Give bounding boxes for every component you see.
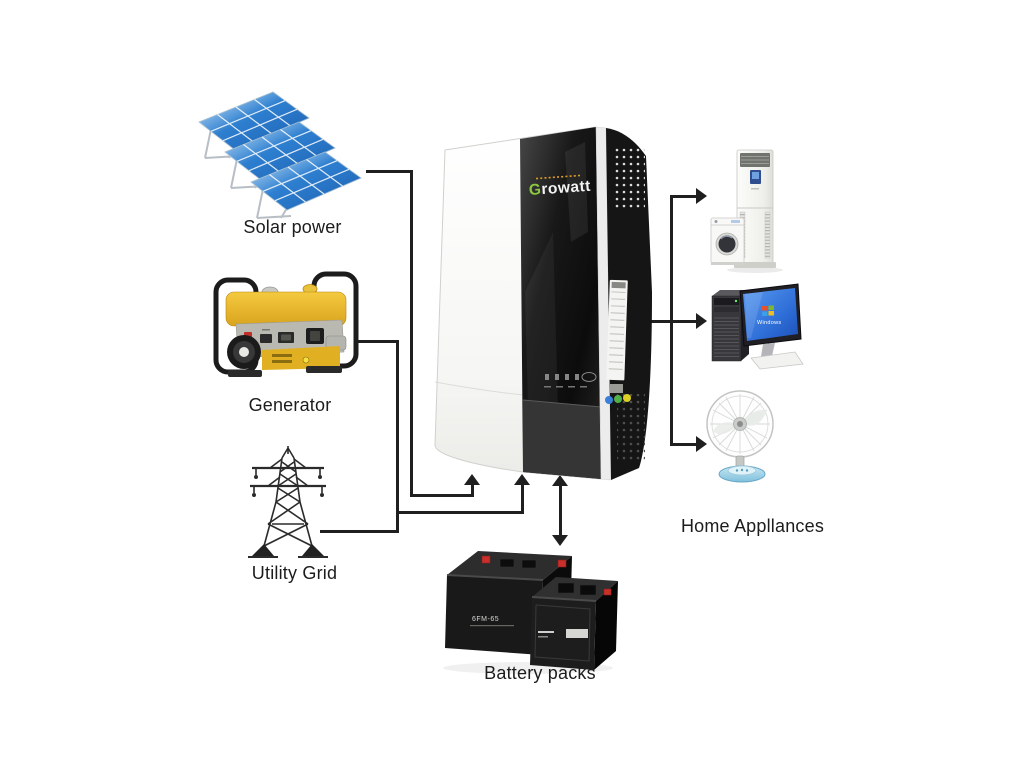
growatt-logo: Growatt (528, 174, 591, 199)
connector-solar-stem (471, 484, 474, 496)
inverter-spec-label (606, 279, 628, 381)
table-fan-icon (706, 390, 774, 483)
arrow-to-fan-icon (696, 436, 707, 452)
air-conditioner-icon (710, 149, 783, 273)
connector-appliance-bottom-h (670, 443, 696, 446)
growatt-inverter-icon: Growatt (434, 126, 652, 481)
connector-utility-h (320, 530, 399, 533)
solar-panels-icon (198, 91, 362, 219)
generator-label: Generator (248, 395, 332, 415)
arrow-solar-to-inverter-icon (464, 474, 480, 485)
computer-monitor: Windows (739, 283, 804, 370)
arrow-to-airconditioner-icon (696, 188, 707, 204)
inverter-status-dots (605, 394, 631, 404)
battery-small (530, 577, 618, 670)
arrow-to-computer-icon (696, 313, 707, 329)
arrow-battery-up-icon (552, 475, 568, 486)
connector-battery-v (559, 486, 562, 535)
home-appliances-label: Home Appllances (680, 516, 825, 536)
inverter-display-leds (544, 372, 597, 388)
connector-solar-v (410, 170, 413, 497)
utility-grid-label: Utility Grid (251, 563, 338, 583)
battery-model-text: 6FM-65 (472, 616, 499, 623)
connector-junction-h (396, 511, 524, 514)
arrow-sources-to-inverter-icon (514, 474, 530, 485)
arrow-battery-down-icon (552, 535, 568, 546)
connector-appliance-main-h (650, 320, 696, 323)
desktop-computer-icon: Windows (711, 283, 804, 370)
washing-machine-icon (710, 217, 745, 265)
connector-appliance-top-h (670, 195, 696, 198)
connector-generator-h (355, 340, 399, 343)
svg-text:Growatt: Growatt (528, 178, 591, 199)
connector-generator-v (396, 340, 399, 533)
connector-appliance-v (670, 195, 673, 446)
solar-power-label: Solar power (243, 217, 342, 237)
windows-screen-text: Windows (757, 320, 781, 326)
battery-packs-icon: 6FM-65 (443, 551, 618, 674)
battery-packs-label: Battery packs (484, 663, 596, 683)
transmission-tower-icon (248, 446, 328, 558)
connector-solar-h1 (366, 170, 413, 173)
connector-solar-h2 (410, 494, 474, 497)
connector-junction-stem (521, 484, 524, 513)
generator-icon (213, 271, 359, 377)
windows-flag-icon (762, 305, 774, 316)
